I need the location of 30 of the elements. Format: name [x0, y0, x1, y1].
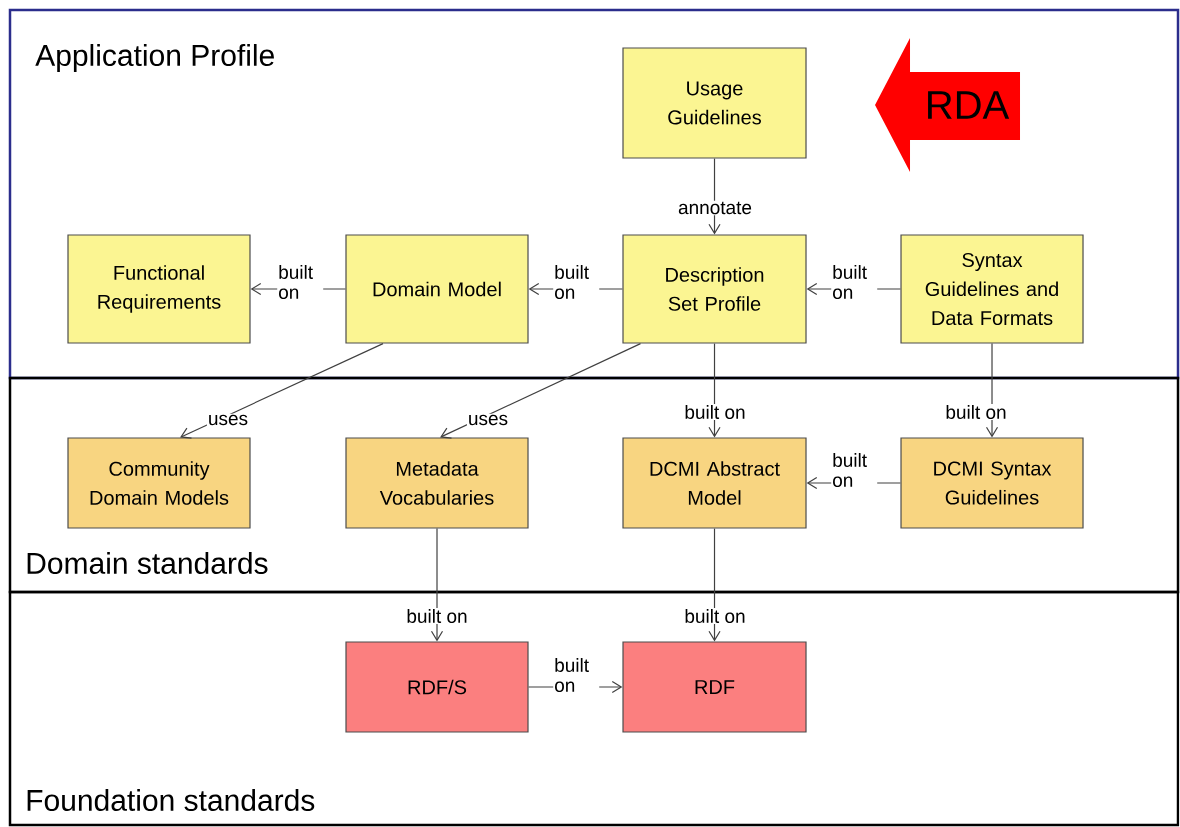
arrow-sign: RDA	[875, 38, 1020, 172]
edge-label: built on	[831, 452, 878, 488]
box: Description Set Profile	[622, 234, 807, 344]
box: DCMI Abstract Model	[622, 437, 807, 529]
edge-label: uses	[206, 413, 250, 427]
edge-label: built on	[553, 264, 600, 300]
arrow	[430, 528, 444, 642]
box: Domain Model	[345, 234, 529, 344]
edge-label: built on	[277, 264, 324, 300]
edge-label: built on	[405, 608, 469, 624]
arrow	[440, 343, 642, 439]
edge-label: annotate	[677, 200, 753, 216]
box: Community Domain Models	[67, 437, 251, 529]
box: Functional Requirements	[67, 234, 251, 344]
box: DCMI Syntax Guidelines	[900, 437, 1084, 529]
arrow	[708, 343, 721, 438]
arrow	[180, 343, 384, 439]
box: Usage Guidelines	[622, 47, 807, 159]
edge-label: uses	[466, 413, 510, 427]
arrow	[985, 343, 999, 438]
box: Syntax Guidelines and Data Formats	[900, 234, 1084, 344]
box: RDF/S	[345, 641, 529, 733]
edge-label: built on	[831, 264, 878, 300]
edge-label: built on	[683, 404, 747, 420]
edge-label: built on	[944, 404, 1008, 420]
box: RDF	[622, 641, 807, 733]
edge-label: built on	[553, 657, 600, 693]
edge-label: built on	[683, 608, 747, 624]
arrow	[708, 528, 721, 642]
box: Metadata Vocabularies	[345, 437, 529, 529]
